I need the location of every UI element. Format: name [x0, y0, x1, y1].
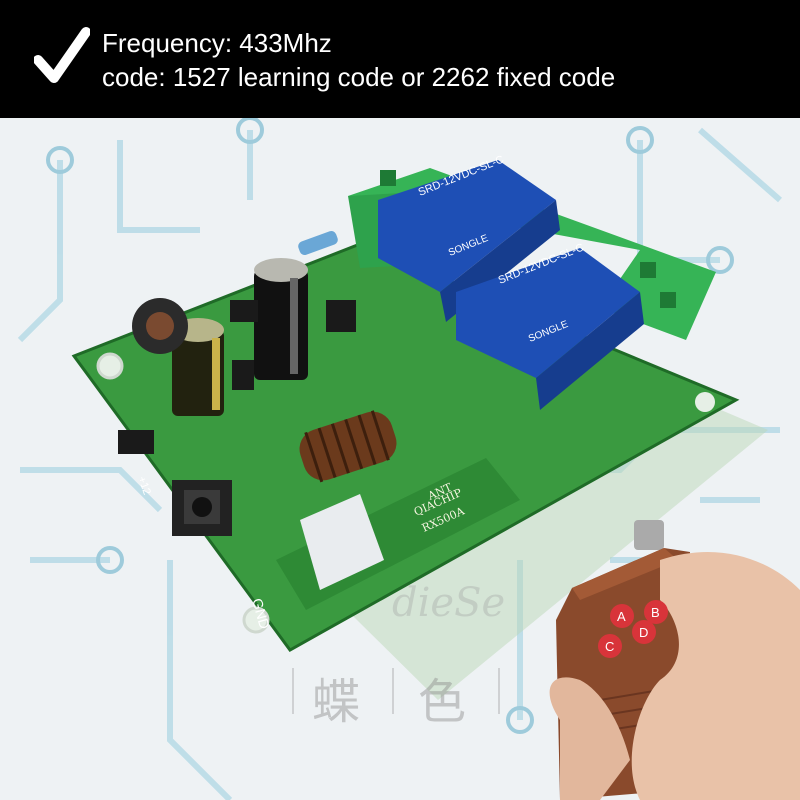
relay-2: SRD-12VDC-SL-C SONGLE	[456, 242, 644, 410]
capacitor-2	[254, 258, 308, 380]
button-a-label: A	[617, 609, 626, 624]
chip	[230, 300, 258, 322]
button-b-label: B	[651, 605, 660, 620]
relay-board: SRD-12VDC-SL-C SONGLE SRD-12VDC-SL-C SON…	[71, 154, 768, 700]
caption-banner: Frequency: 433Mhz code: 1527 learning co…	[0, 0, 800, 118]
watermark-cn-2: 色	[418, 674, 467, 730]
frequency-text: Frequency: 433Mhz	[102, 28, 332, 58]
code-text: code: 1527 learning code or 2262 fixed c…	[102, 62, 616, 92]
remote-button-a: A	[610, 604, 634, 628]
plus12-label: +12	[135, 475, 153, 497]
antenna-coil	[299, 410, 397, 483]
checkmark-icon	[34, 27, 90, 83]
watermark-divider	[392, 668, 394, 714]
receiver-module: ANT QIACHIP RX500A	[276, 458, 520, 610]
button-c-label: C	[605, 639, 614, 654]
chip	[118, 430, 154, 454]
watermark-latin: dieSe	[392, 580, 506, 626]
button-d-label: D	[639, 625, 648, 640]
chip	[326, 300, 356, 332]
inductor	[132, 298, 188, 354]
remote-button-c: C	[598, 634, 622, 658]
remote-button-b: B	[644, 600, 668, 624]
remote-and-hand: A B C D	[549, 520, 800, 800]
chip	[232, 360, 254, 390]
learn-button	[172, 480, 232, 536]
watermark-divider	[292, 668, 294, 714]
resistor	[298, 230, 338, 256]
watermark-divider	[498, 668, 500, 714]
product-photo: SRD-12VDC-SL-C SONGLE SRD-12VDC-SL-C SON…	[17, 118, 800, 800]
remote-button-d: D	[632, 620, 656, 644]
watermark-cn-1: 蝶	[312, 674, 361, 730]
